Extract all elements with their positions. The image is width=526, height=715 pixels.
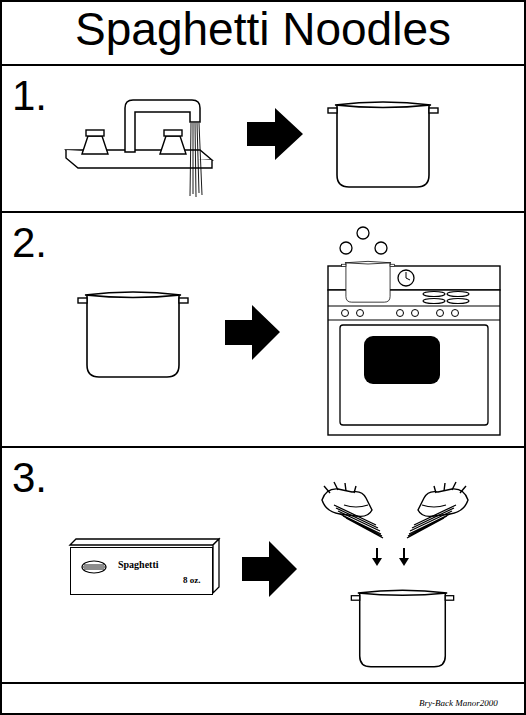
stove-knob xyxy=(342,310,349,317)
pot-on-stove xyxy=(342,261,395,302)
steam-bubble xyxy=(375,242,387,254)
left-hand xyxy=(322,482,383,538)
running-water xyxy=(190,123,202,197)
stove-top-edge xyxy=(328,305,500,306)
pot xyxy=(78,292,188,377)
page-title: Spaghetti Noodles xyxy=(0,3,526,56)
burner xyxy=(423,299,445,304)
drop-arrow-head xyxy=(399,558,409,566)
step-number: 3. xyxy=(12,454,47,502)
burner xyxy=(423,292,445,297)
drop-arrow-head xyxy=(372,558,382,566)
block-arrow xyxy=(225,305,280,360)
block-arrow xyxy=(247,108,303,160)
stove-knob xyxy=(357,310,364,317)
right-hand xyxy=(407,482,468,538)
control-strip xyxy=(328,319,500,320)
stove-knob xyxy=(397,310,404,317)
clock-hands xyxy=(406,272,410,280)
box-logo-oval xyxy=(82,561,106,573)
pot xyxy=(328,102,438,187)
spaghetti-box: Spaghetti 8 oz. xyxy=(70,547,213,595)
faucet-handle-cap xyxy=(164,130,182,136)
oven-door xyxy=(340,325,488,425)
step-number: 1. xyxy=(12,72,47,120)
drop-arrow-shaft xyxy=(376,548,378,559)
box-top-face xyxy=(70,539,219,545)
oven-window xyxy=(364,336,440,384)
pot xyxy=(351,590,453,667)
step-band: 1. xyxy=(0,64,526,212)
block-arrow xyxy=(242,541,297,597)
step-band: 2. xyxy=(0,211,526,447)
box-logo-stripes xyxy=(83,565,105,569)
faucet-spout xyxy=(125,100,200,152)
steam-bubble xyxy=(357,227,369,239)
stove-knob xyxy=(452,310,459,317)
step-number: 2. xyxy=(12,219,47,267)
steam-bubble xyxy=(340,242,352,254)
box-weight: 8 oz. xyxy=(183,575,201,585)
box-label: Spaghetti xyxy=(118,559,159,571)
stove-knob xyxy=(412,310,419,317)
faucet-handle-cap xyxy=(86,130,104,136)
stove-body xyxy=(328,290,500,435)
step-band: 3. Spaghetti 8 oz. xyxy=(0,446,526,684)
burner xyxy=(447,299,469,304)
stove-knob xyxy=(437,310,444,317)
stove-clock xyxy=(398,270,414,286)
faucet-handle xyxy=(82,136,108,154)
drop-arrow-shaft xyxy=(403,548,405,559)
burner xyxy=(447,292,469,297)
credit-watermark: Bry-Back Manor2000 xyxy=(419,698,498,708)
faucet-handle xyxy=(160,136,186,154)
box-side-face xyxy=(213,539,219,593)
